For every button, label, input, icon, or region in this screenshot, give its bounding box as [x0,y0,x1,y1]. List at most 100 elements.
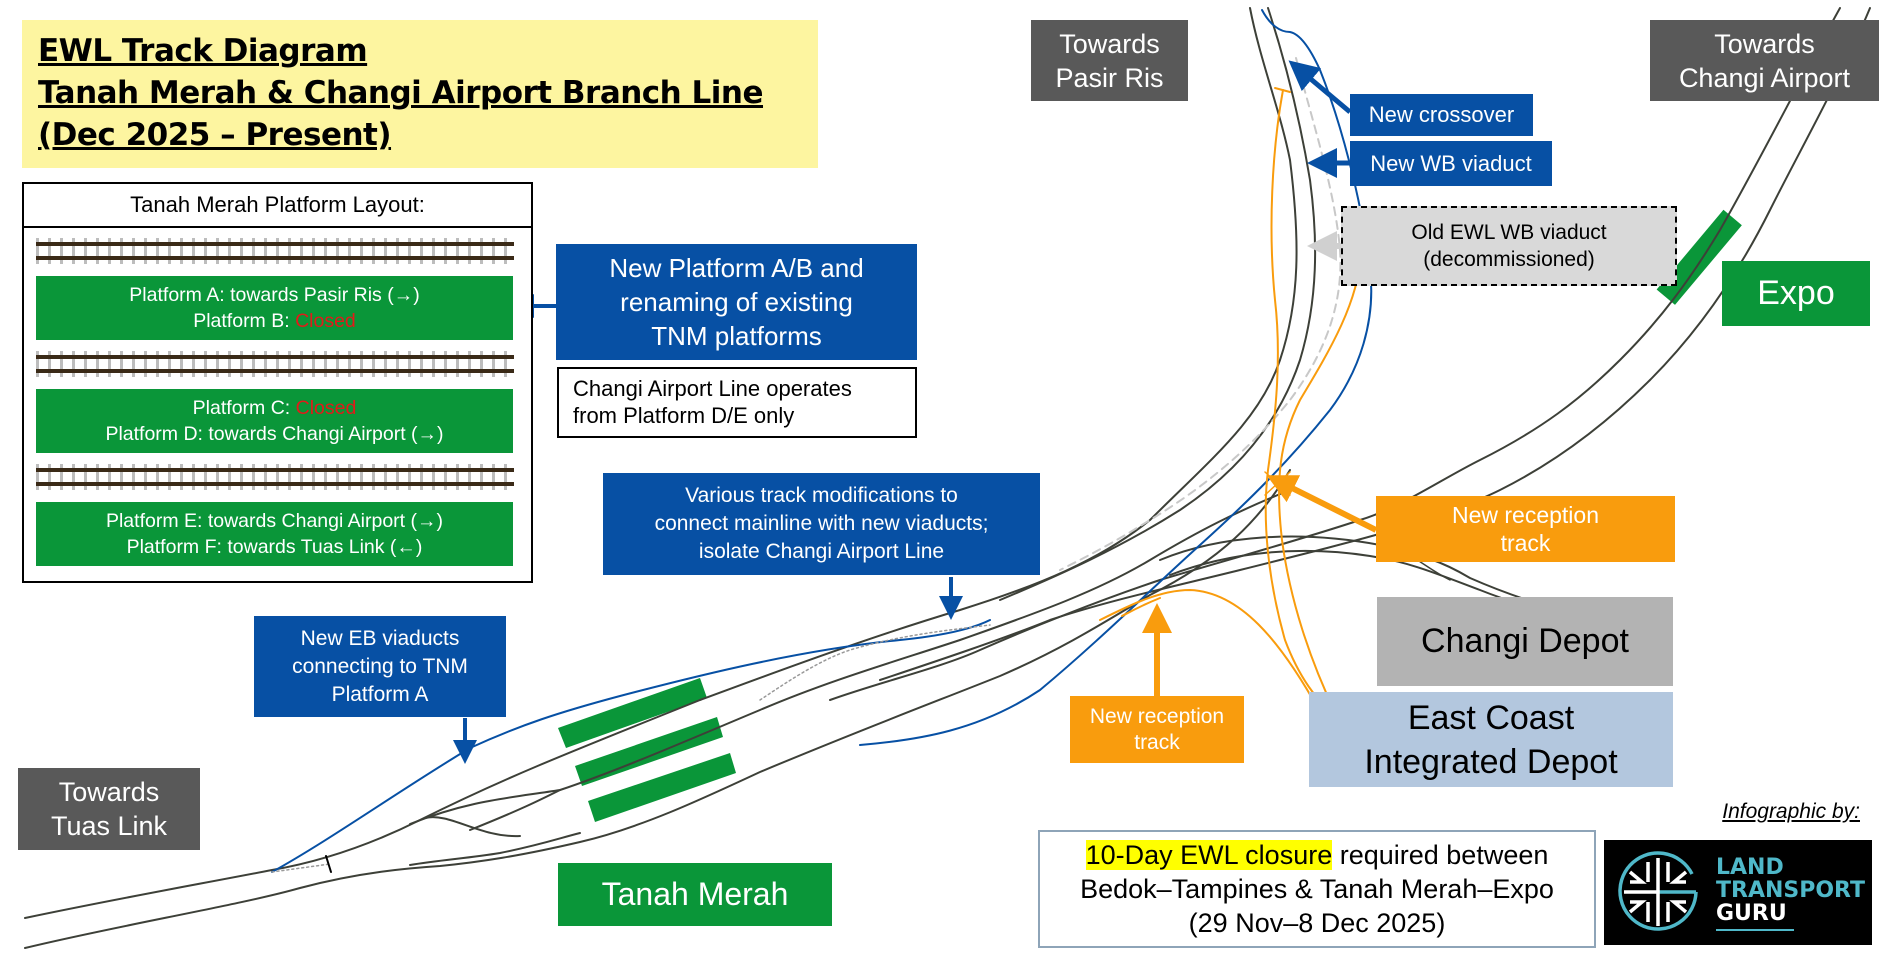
depot-name: Changi Depot [1421,622,1629,660]
notice-line-1: 10-Day EWL closure required between [1040,838,1594,872]
title-block: EWL Track Diagram Tanah Merah & Changi A… [22,20,818,168]
tanah-merah-station-label: Tanah Merah [558,863,832,926]
label-line: Changi Airport [1678,62,1851,93]
notice-text: required between [1332,840,1549,870]
buffer-stop [325,855,332,873]
tnm-platform-1 [558,678,707,748]
west-branch-lower [409,832,581,866]
platform-b-text: Platform B: [193,310,296,332]
callout-line: renaming of existing [620,287,853,317]
rail-track-icon [36,236,514,266]
callout-line: track [1500,530,1551,556]
platform-ef: Platform E: towards Changi Airport (→) P… [36,502,513,566]
closure-highlight: 10-Day EWL closure [1085,840,1333,870]
callout-line: New WB viaduct [1370,150,1532,176]
rail-track-icon [36,349,514,379]
callout-line: TNM platforms [651,321,822,351]
credit-label: Infographic by: [1722,800,1860,823]
expo-platform [1656,209,1742,305]
reception-track-north [1264,89,1331,713]
title-line-2: Tanah Merah & Changi Airport Branch Line [38,75,764,111]
logo-text-line: TRANSPORT [1716,878,1866,903]
callout-line: (decommissioned) [1423,248,1595,271]
logo-underline [1716,929,1794,931]
reception-track-east [1278,249,1362,713]
closed-status: Closed [295,310,356,332]
station-name: Tanah Merah [601,876,789,912]
note-line: from Platform D/E only [573,403,795,428]
reception-track-callout-bottom: New reception track [1070,696,1244,763]
note-line: Changi Airport Line operates [573,376,852,401]
platform-d-label: Platform D: towards Changi Airport (→) [105,423,444,445]
reception-track-north-buffer [1274,87,1291,93]
platform-e-label: Platform E: towards Changi Airport (→) [105,510,444,532]
callout-line: Various track modifications to [685,484,958,507]
eb-viaducts-callout: New EB viaducts connecting to TNM Platfo… [254,616,506,717]
new-platform-callout: New Platform A/B and renaming of existin… [556,244,917,360]
logo-emblem-icon [1618,851,1698,931]
title-line-3: (Dec 2025 – Present) [38,117,392,153]
platform-c-label: Platform C: Closed [36,395,513,421]
reception-track-south-spur [1121,597,1161,617]
crossover-switch-1 [424,816,521,838]
new-eb-viaduct-track [271,619,991,873]
callout-line: isolate Changi Airport Line [698,540,945,563]
platform-layout-panel: Tanah Merah Platform Layout: Platform A:… [22,182,533,583]
expo-station-label: Expo [1722,261,1870,326]
reception-track-callout-right: New reception track [1376,496,1675,562]
logo-text-line: GURU [1716,901,1787,926]
callout-line: New reception [1089,704,1225,728]
east-coast-integrated-depot-label: East Coast Integrated Depot [1309,692,1673,787]
arrow-reception-right [1266,475,1378,533]
land-transport-guru-logo: LAND TRANSPORT GURU [1604,840,1872,945]
platform-layout-heading: Tanah Merah Platform Layout: [24,184,531,228]
track-modifications-callout: Various track modifications to connect m… [603,473,1040,575]
towards-tuas-link-label: Towards Tuas Link [18,768,200,850]
platform-b-label: Platform B: Closed [36,308,513,334]
label-line: Towards [1059,28,1160,59]
label-line: Towards [1714,28,1815,59]
arrow-new-crossover [1288,60,1352,114]
callout-line: Platform A [331,682,429,706]
closure-notice: 10-Day EWL closure required between Bedo… [1038,830,1596,948]
notice-line-2: Bedok–Tampines & Tanah Merah–Expo [1080,874,1554,904]
station-name: Expo [1757,274,1835,312]
title-line-1: EWL Track Diagram [38,33,368,69]
platform-a-label: Platform A: towards Pasir Ris (→) [129,284,420,306]
changi-airport-line-note: Changi Airport Line operates from Platfo… [557,367,917,438]
mainline-track-lower [24,469,1291,949]
mainline-track-mid1 [409,489,1291,825]
changi-airport-track-upper [829,7,1841,701]
label-line: Tuas Link [50,811,168,841]
label-line: Pasir Ris [1055,62,1164,93]
callout-line: track [1134,730,1180,754]
tnm-platform-3 [588,753,736,822]
rail-track-icon [36,462,514,492]
new-crossover-callout: New crossover [1350,94,1533,136]
towards-changi-airport-label: Towards Changi Airport [1650,20,1879,101]
logo-text-line: LAND [1716,855,1784,880]
track-mods-dotted [759,624,991,701]
label-line: Towards [58,777,160,807]
tnm-platform-2 [575,717,723,786]
towards-pasir-ris-label: Towards Pasir Ris [1031,20,1188,101]
tanah-merah-platforms [558,678,736,822]
platform-cd: Platform C: Closed Platform D: towards C… [36,389,513,453]
old-wb-viaduct-callout: Old EWL WB viaduct (decommissioned) [1341,206,1677,286]
depot-name-line: East Coast [1407,698,1575,737]
changi-depot-label: Changi Depot [1377,597,1673,686]
callout-line: New reception [1451,502,1600,528]
new-wb-viaduct-callout: New WB viaduct [1350,141,1552,186]
callout-line: New crossover [1368,102,1515,127]
closed-status: Closed [295,397,357,419]
old-wb-viaduct-track [1059,57,1342,571]
callout-line: connect mainline with new viaducts; [654,512,989,535]
new-wb-viaduct-track [859,9,1373,746]
reception-track-south [1099,588,1321,713]
pasir-ris-track-inner [999,7,1317,601]
mainline-track-upper [24,7,1298,919]
eb-viaduct-dotted-link [271,863,331,873]
callout-line: connecting to TNM [292,654,468,678]
logo-text: LAND TRANSPORT GURU [1716,856,1865,931]
platform-ab: Platform A: towards Pasir Ris (→) Platfo… [36,276,513,340]
